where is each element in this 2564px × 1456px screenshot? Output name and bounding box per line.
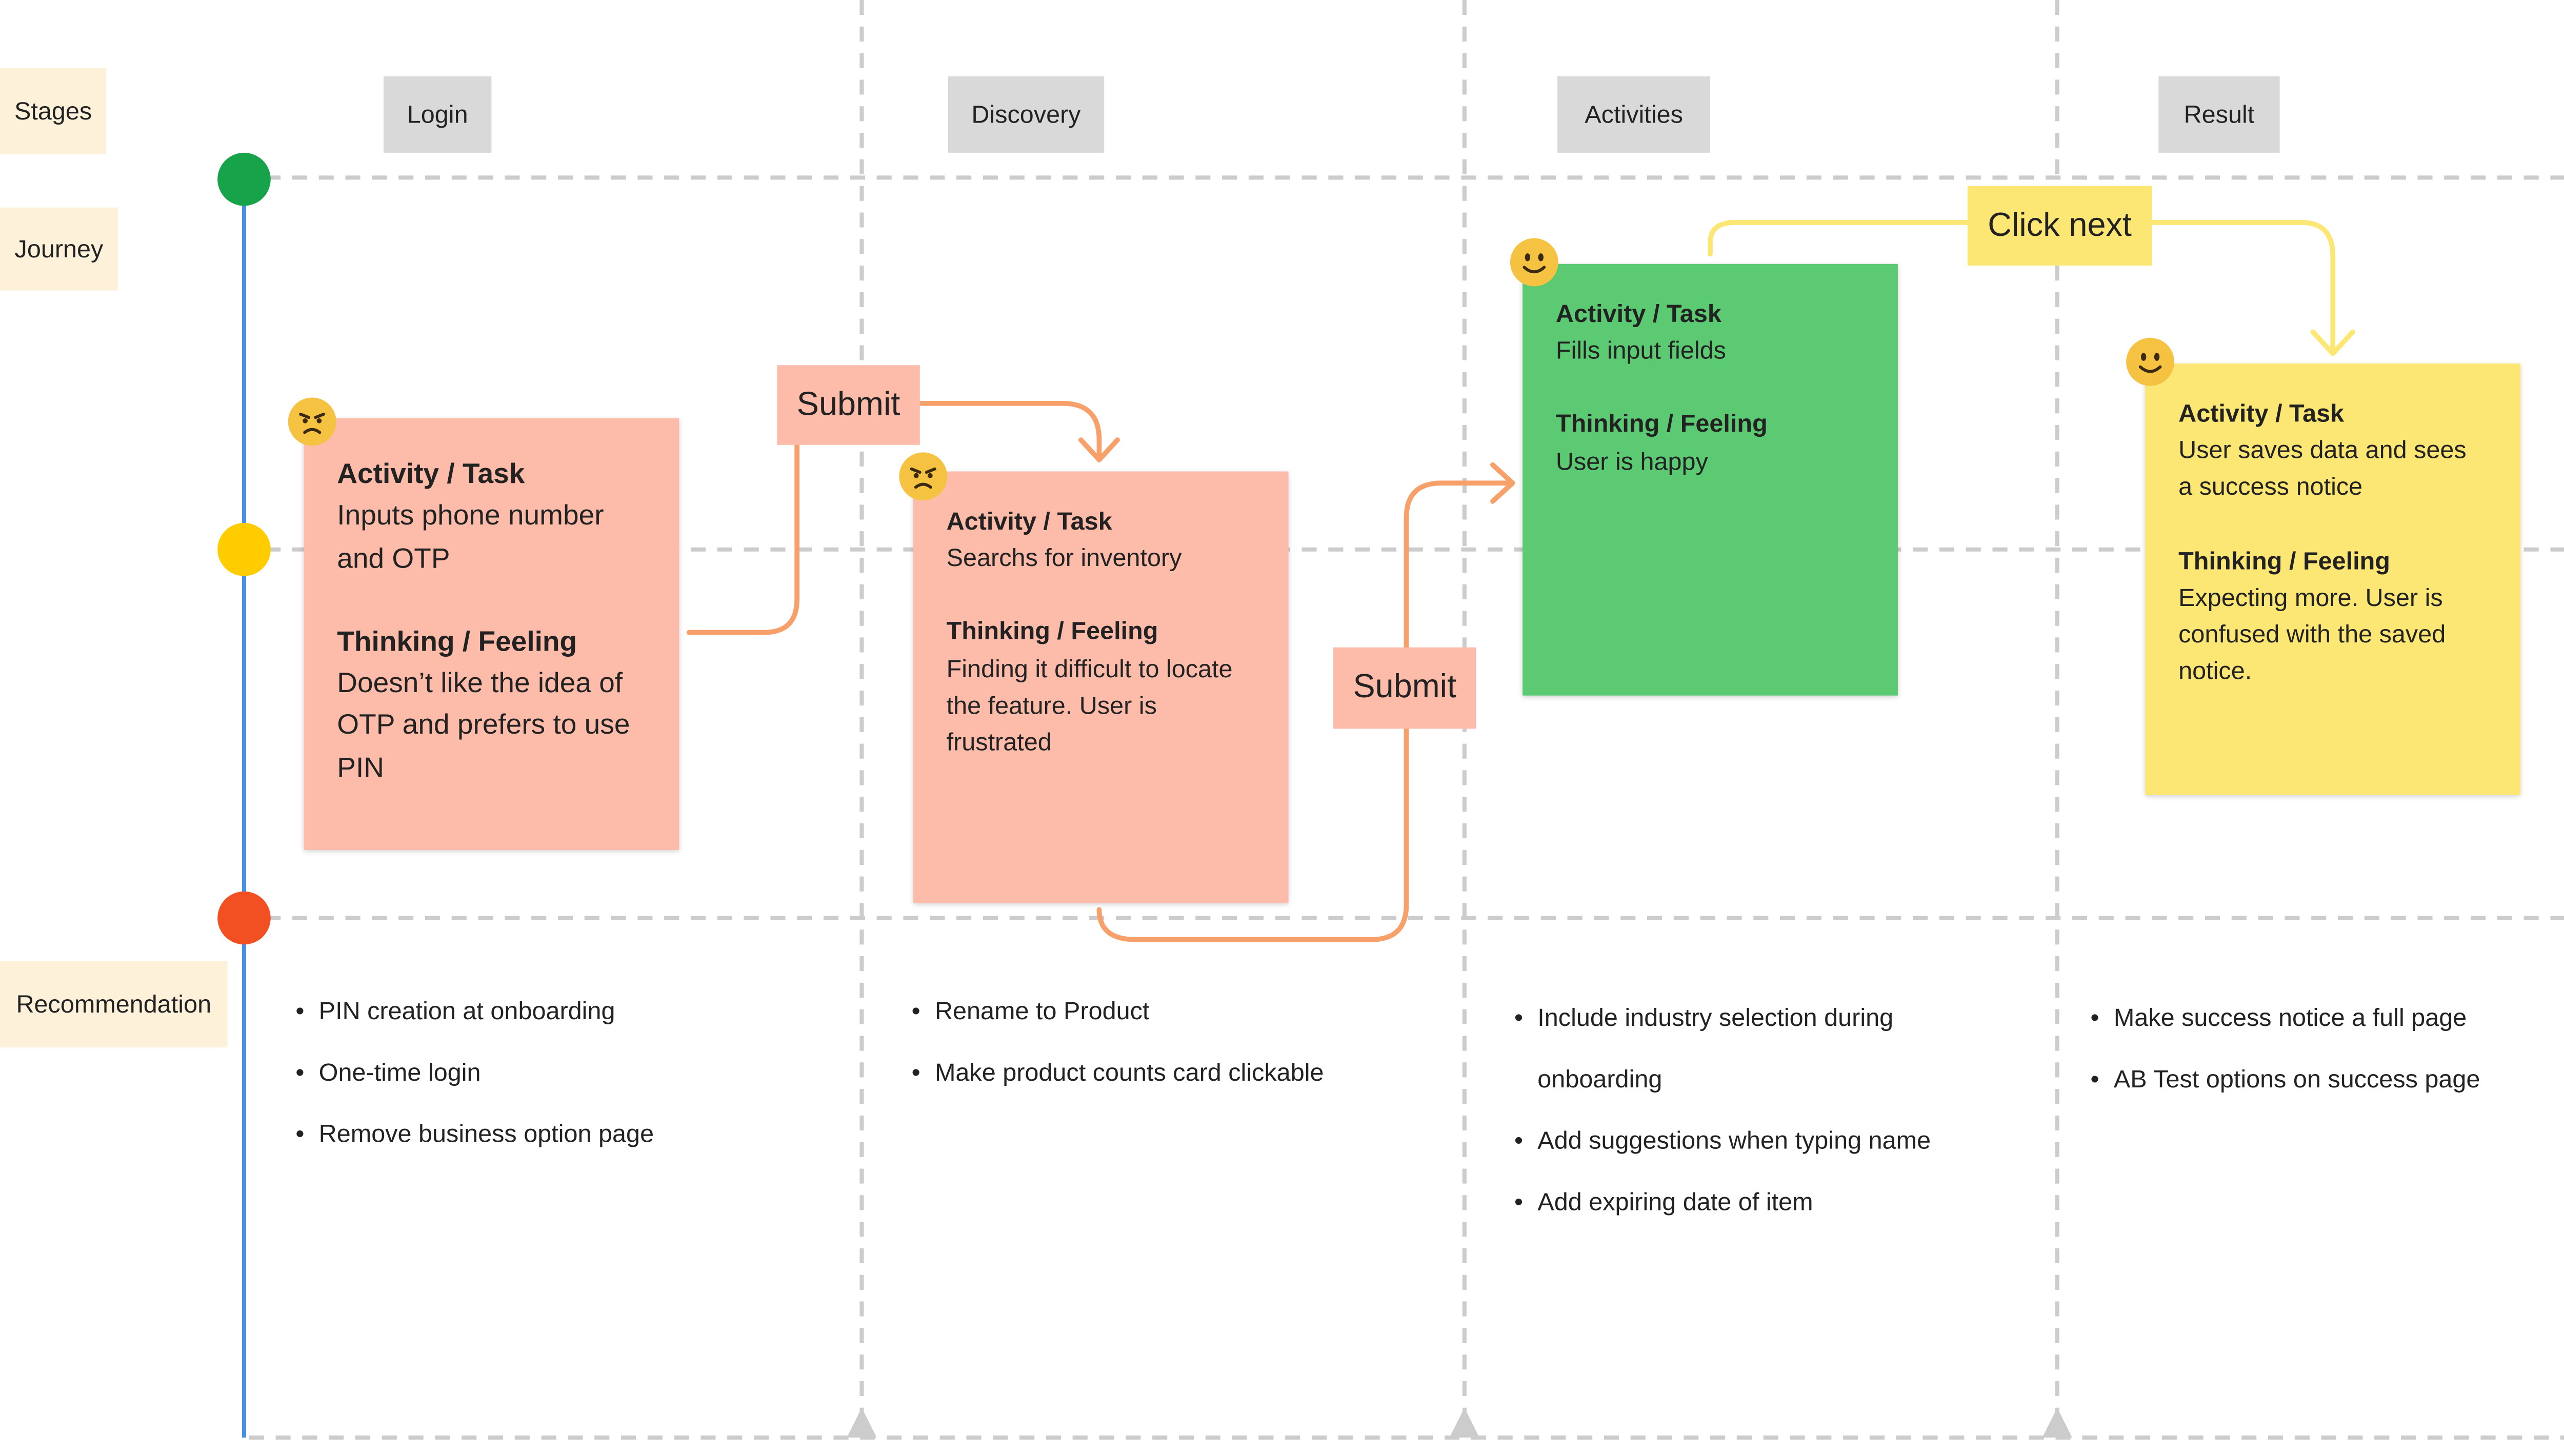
submit-button: Submit [777, 365, 920, 445]
feeling-text: frustrated [946, 729, 1052, 757]
sticky-note-discovery: Activity / Task Searchs for inventory Th… [913, 471, 1289, 903]
recommendation-list-discovery: Rename to Product Make product counts ca… [912, 981, 1324, 1104]
activity-heading: Activity / Task [1555, 300, 1721, 329]
list-item: Add suggestions when typing name [1514, 1110, 1931, 1172]
feeling-text: notice. [2178, 657, 2252, 686]
list-item: Remove business option page [295, 1104, 654, 1165]
feeling-text: PIN [337, 752, 385, 783]
activity-heading: Activity / Task [946, 508, 1112, 536]
flow-connectors [686, 400, 1515, 942]
sticky-note-login: Activity / Task Inputs phone number and … [304, 418, 679, 850]
connector-submit-activities [1404, 480, 1514, 650]
smiling-face-icon [1510, 238, 1558, 287]
feeling-text: Expecting more. User is [2178, 584, 2443, 613]
stage-title: Login [407, 100, 468, 129]
activity-text: User saves data and sees [2178, 437, 2467, 466]
flow-connectors-yellow [1708, 220, 2355, 356]
activity-text: Fills input fields [1555, 337, 1726, 366]
activity-text: a success notice [2178, 474, 2363, 502]
stage-activities: Activities [1557, 76, 1711, 153]
feeling-heading: Thinking / Feeling [1555, 411, 1768, 439]
row-label-journey: Journey [0, 207, 118, 291]
connector-login-submit [686, 442, 800, 635]
timeline-middle-dot [217, 522, 271, 576]
activity-text: Inputs phone number [337, 500, 604, 532]
submit-button: Submit [1333, 647, 1476, 729]
connector-activities-click [1708, 220, 1970, 257]
list-item: Include industry selection during [1514, 988, 1931, 1049]
submit-label: Submit [1353, 669, 1457, 706]
recommendation-list-activities: Include industry selection during onboar… [1514, 988, 1931, 1233]
timeline-end-dot [217, 891, 271, 945]
stage-title: Discovery [971, 100, 1081, 129]
stage-discovery: Discovery [948, 76, 1105, 153]
list-item-continued: onboarding [1537, 1065, 1662, 1094]
connector-click-result [2149, 220, 2336, 353]
angry-face-icon [899, 452, 948, 501]
connector-submit-discovery [917, 400, 1102, 461]
sticky-note-activities: Activity / Task Fills input fields Think… [1523, 264, 1898, 696]
row-label-text: Journey [14, 235, 104, 264]
list-item: Rename to Product [912, 981, 1324, 1043]
smiling-face-icon [2126, 337, 2175, 386]
activity-text: Searchs for inventory [946, 544, 1182, 573]
sticky-note-result: Activity / Task User saves data and sees… [2145, 363, 2521, 795]
list-item: Make product counts card clickable [912, 1042, 1324, 1104]
row-label-recommendation: Recommendation [0, 961, 228, 1048]
feeling-heading: Thinking / Feeling [946, 618, 1158, 646]
feeling-heading: Thinking / Feeling [337, 625, 577, 657]
feeling-text: the feature. User is [946, 692, 1157, 720]
recommendation-list-result: Make success notice a full page AB Test … [2091, 988, 2480, 1111]
activity-text: and OTP [337, 542, 450, 574]
list-item: PIN creation at onboarding [295, 981, 654, 1043]
feeling-text: Doesn’t like the idea of [337, 668, 623, 699]
angry-face-icon [288, 397, 336, 446]
feeling-text: OTP and prefers to use [337, 710, 630, 741]
recommendation-list-login: PIN creation at onboarding One-time logi… [295, 981, 654, 1165]
feeling-text: User is happy [1555, 447, 1708, 476]
feeling-heading: Thinking / Feeling [2178, 547, 2390, 576]
stage-title: Activities [1585, 100, 1683, 129]
arrowheads-grey [847, 1407, 2072, 1438]
stage-login: Login [383, 76, 492, 153]
list-item: Add expiring date of item [1514, 1172, 1931, 1233]
stage-result: Result [2158, 76, 2280, 153]
arrowhead [1078, 437, 1120, 462]
click-next-button: Click next [1967, 186, 2152, 266]
submit-label: Submit [796, 386, 900, 423]
row-label-text: Recommendation [16, 990, 212, 1019]
activity-heading: Activity / Task [2178, 400, 2345, 429]
list-item: One-time login [295, 1042, 654, 1104]
list-item: AB Test options on success page [2091, 1049, 2480, 1110]
feeling-text: Finding it difficult to locate [946, 655, 1233, 683]
stage-title: Result [2184, 100, 2255, 129]
feeling-text: confused with the saved [2178, 621, 2446, 650]
connector-discovery-submit [1096, 726, 1409, 942]
click-next-label: Click next [1988, 207, 2132, 244]
timeline-start-dot [217, 152, 271, 206]
list-item: Make success notice a full page [2091, 988, 2480, 1049]
row-label-stages: Stages [0, 68, 107, 155]
arrowhead [1490, 462, 1515, 504]
row-label-text: Stages [14, 97, 92, 126]
arrowhead [2310, 329, 2355, 356]
activity-heading: Activity / Task [337, 458, 525, 490]
